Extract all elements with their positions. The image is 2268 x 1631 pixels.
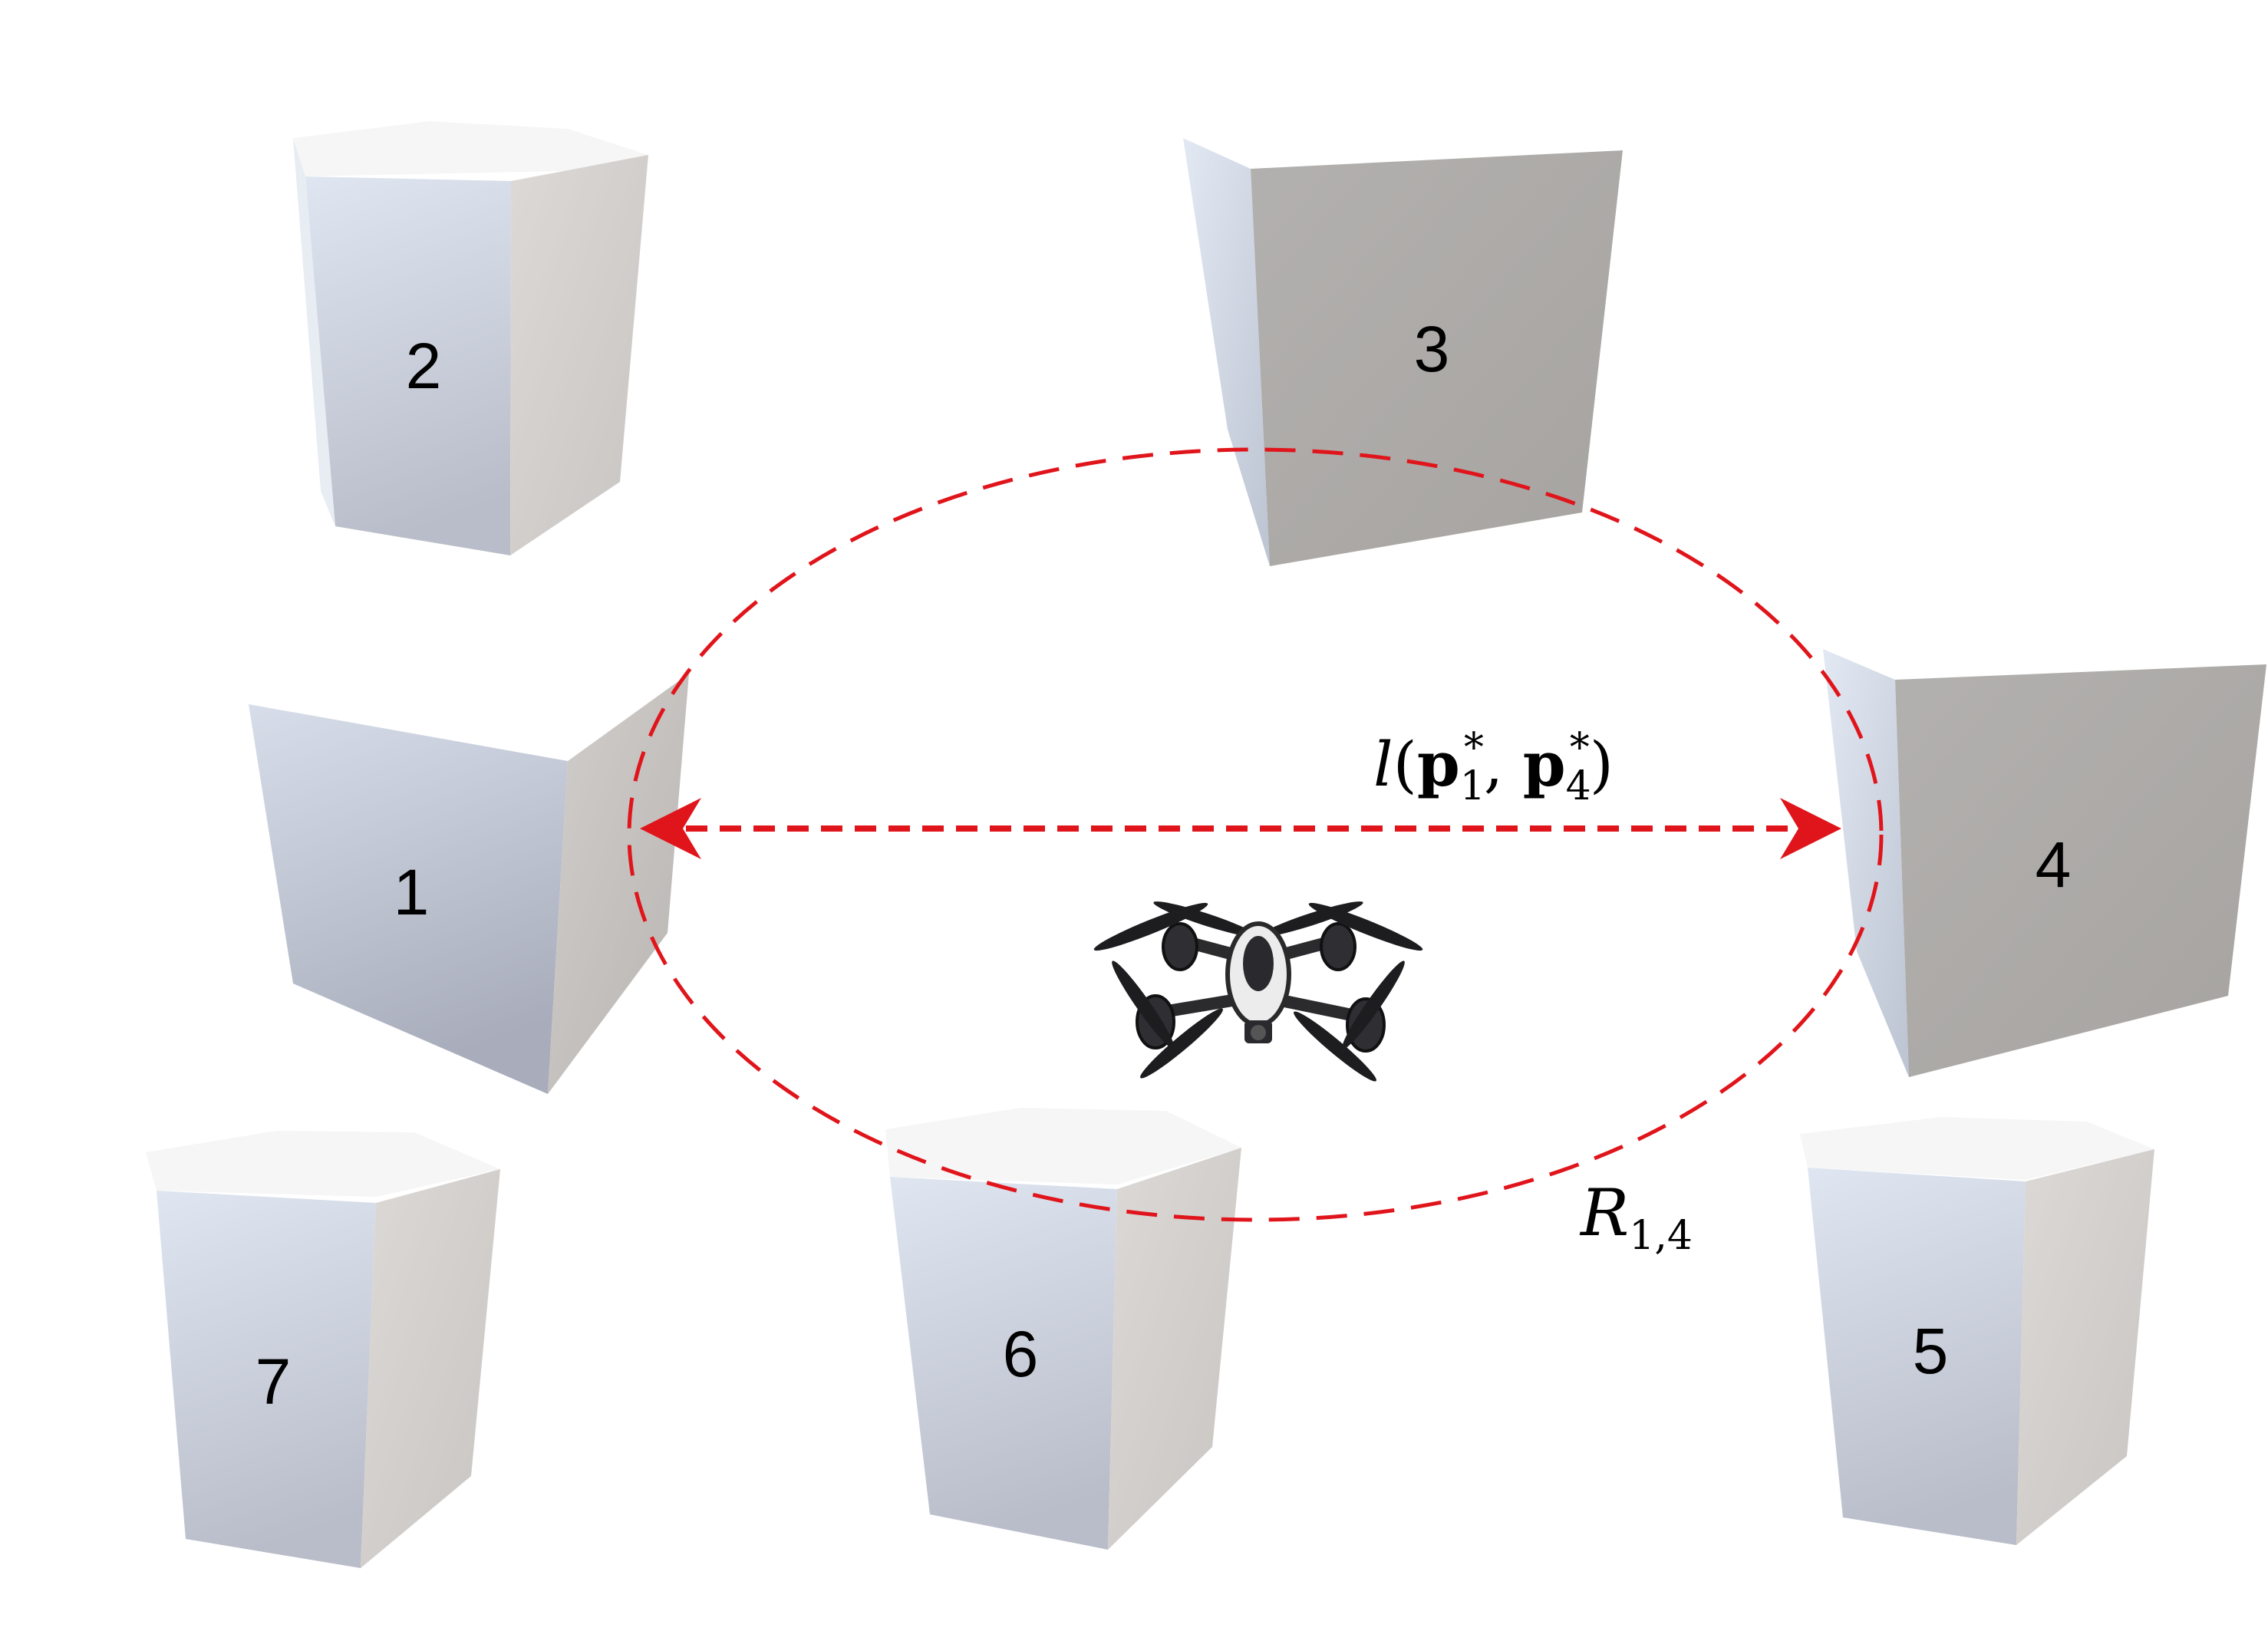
obstacle-7-top: [146, 1131, 500, 1197]
obstacle-2-label: 2: [406, 330, 442, 402]
obstacle-7-front: [157, 1191, 376, 1568]
obstacle-3: 3: [1183, 138, 1623, 566]
obstacle-5-front: [1808, 1168, 2026, 1545]
obstacle-5-side: [2016, 1149, 2154, 1545]
obstacle-4-main-face: [1895, 664, 2266, 1077]
obstacle-3-main-face: [1251, 150, 1623, 566]
quadcopter-drone-icon: [1093, 901, 1423, 1082]
obstacle-2: 2: [293, 121, 648, 555]
obstacle-7: 7: [146, 1131, 500, 1568]
obstacle-6-label: 6: [1003, 1318, 1039, 1390]
obstacle-2-side: [510, 155, 648, 555]
obstacle-4-label: 4: [2036, 829, 2072, 901]
obstacle-2-top: [293, 121, 648, 176]
obstacle-6-side: [1108, 1148, 1241, 1550]
obstacle-5-label: 5: [1913, 1315, 1949, 1387]
safe-region-ellipse: [627, 447, 1884, 1222]
obstacle-1: 1: [249, 674, 689, 1094]
obstacle-3-label: 3: [1414, 313, 1450, 385]
obstacle-1-side: [548, 674, 689, 1094]
obstacle-6-front: [890, 1177, 1117, 1550]
obstacle-7-side: [361, 1169, 500, 1568]
obstacle-2-front: [305, 176, 511, 555]
obstacle-5-top: [1800, 1117, 2154, 1180]
obstacle-1-front: [249, 704, 568, 1094]
obstacle-2-edge: [293, 138, 335, 526]
obstacle-4-thin-face: [1823, 649, 1909, 1077]
distance-label: l(p1*, p4*): [1373, 725, 1614, 809]
obstacle-1-label: 1: [394, 856, 430, 928]
obstacle-6: 6: [885, 1108, 1241, 1550]
obstacle-7-label: 7: [255, 1346, 292, 1418]
obstacle-4: 4: [1823, 649, 2266, 1077]
obstacle-3-thin-face: [1183, 138, 1270, 566]
obstacle-6-top: [885, 1108, 1241, 1185]
obstacle-5: 5: [1800, 1117, 2154, 1545]
region-label: R1,4: [1579, 1175, 1693, 1259]
